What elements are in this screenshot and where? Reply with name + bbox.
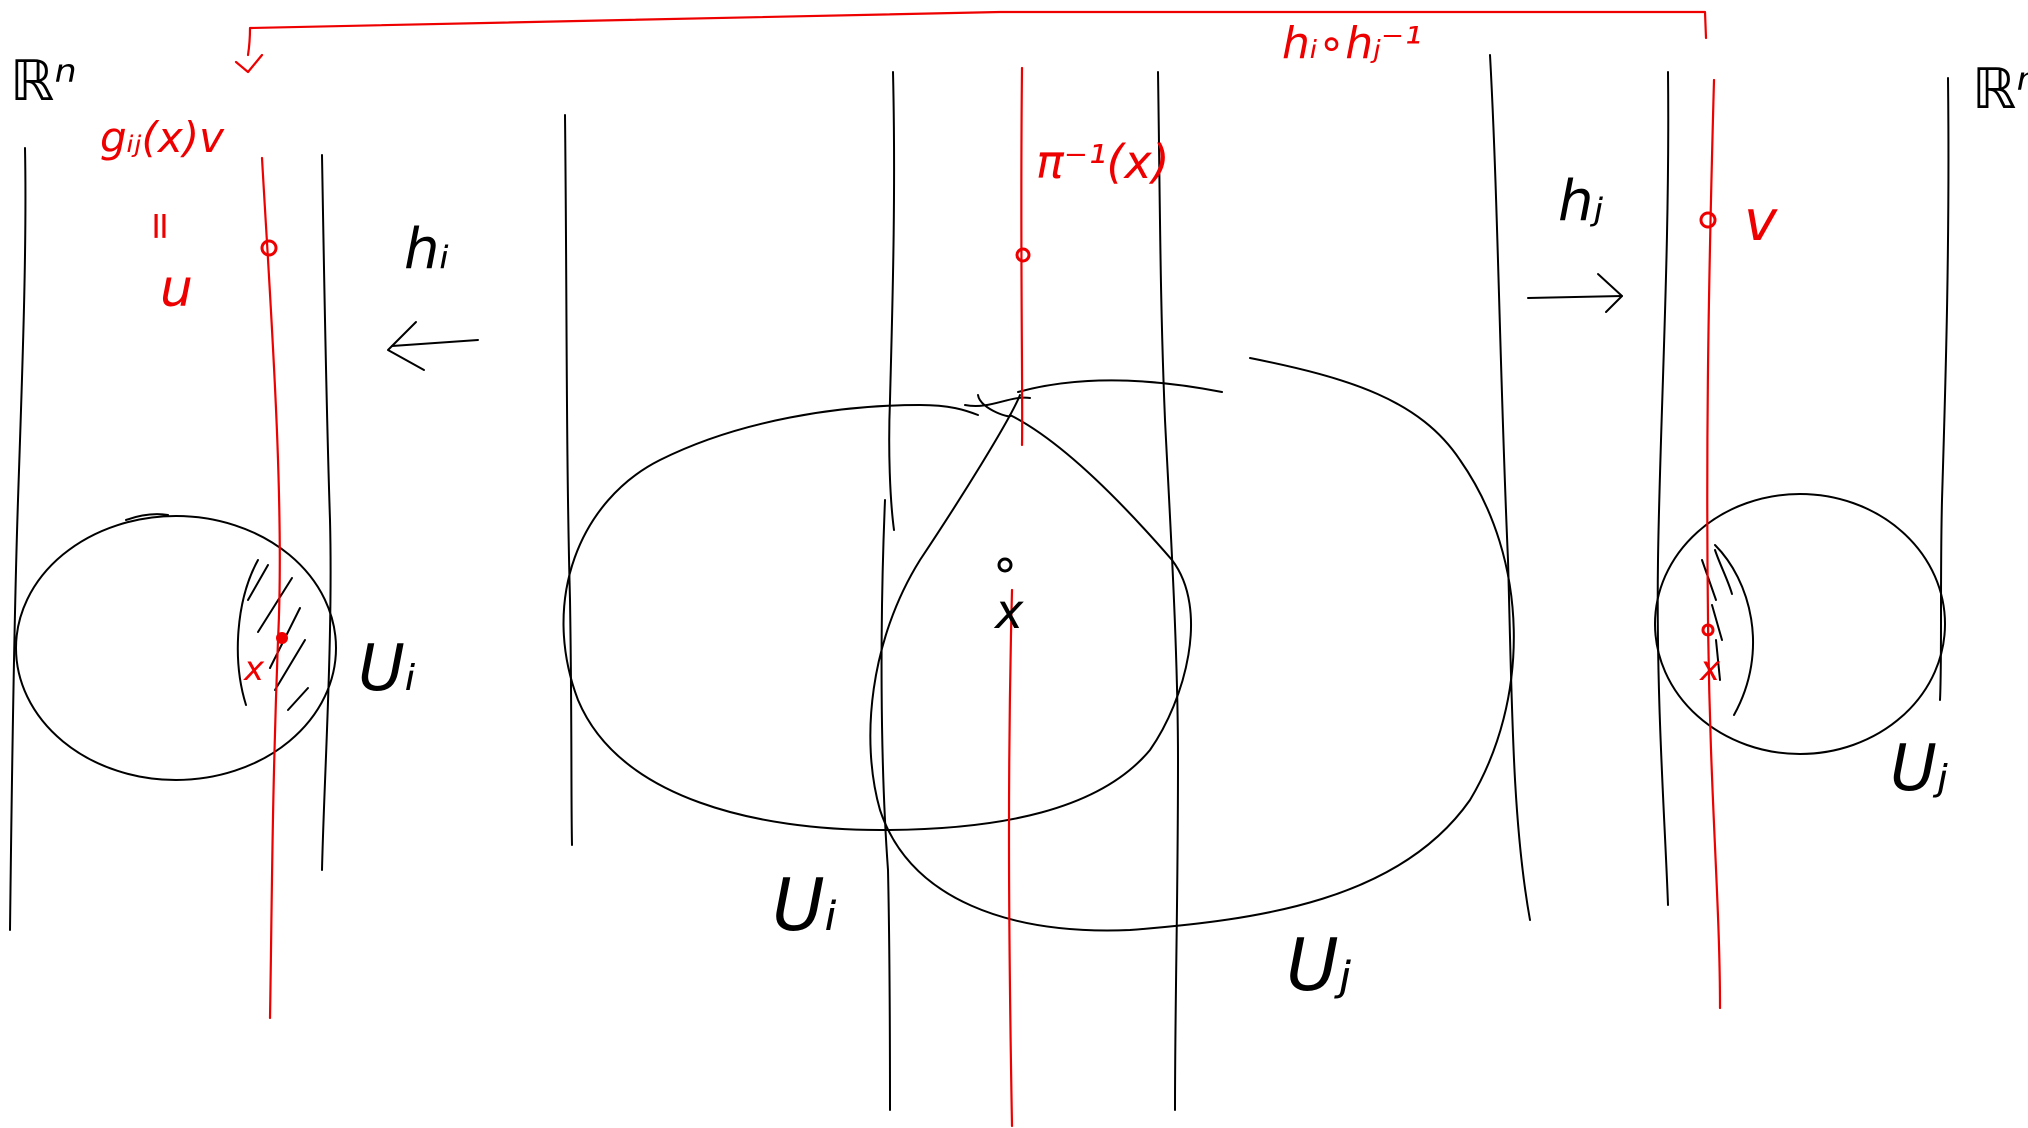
labels: ℝⁿ ℝⁿ gᵢⱼ(x)v = u x Uᵢ hᵢ π⁻¹(x) x Uᵢ Uⱼ… — [10, 18, 2028, 1007]
label-Ui-center: Uᵢ — [772, 863, 838, 947]
center-fiber-line — [1020, 66, 1024, 447]
center-strip-left-a — [564, 114, 573, 846]
label-x-center: x — [993, 584, 1024, 640]
center-strip-right-a — [1157, 71, 1179, 1111]
center-strip-left-b — [888, 71, 896, 531]
label-x-left: x — [243, 649, 265, 689]
center-base-ellipse-Uj — [869, 357, 1515, 932]
right-strip-boundary-right — [1939, 77, 1950, 701]
left-base-circle-Ui — [15, 515, 337, 781]
center-strip-right-b — [1489, 54, 1531, 921]
left-fiber-point-u — [260, 239, 278, 257]
h-i-arrow — [387, 321, 479, 371]
right-base-point-x — [1701, 623, 1715, 637]
center-base-point-x — [997, 557, 1013, 573]
right-hatched-region — [1701, 544, 1754, 716]
label-h-i: hᵢ — [404, 217, 450, 282]
label-Uj-right: Uⱼ — [1890, 732, 1948, 806]
center-bundle-panel — [562, 54, 1531, 1128]
center-fiber-point — [1015, 247, 1031, 263]
transition-bracket — [246, 10, 1708, 57]
label-Uj-center: Uⱼ — [1286, 923, 1352, 1007]
label-h-j: hⱼ — [1558, 169, 1603, 234]
right-trivialization-panel — [1654, 71, 1950, 1010]
left-strip-boundary-left — [9, 147, 27, 931]
center-ellipse-Ui-tail — [964, 396, 1031, 407]
right-fiber-point-v — [1699, 211, 1717, 229]
label-v: v — [1744, 189, 1778, 254]
transition-bracket-arrowhead — [234, 53, 264, 74]
label-Ui-left: Uᵢ — [358, 632, 416, 706]
left-base-point-x — [276, 632, 288, 644]
left-trivialization-panel — [9, 10, 1708, 1020]
center-fiber-line-lower — [1007, 588, 1014, 1128]
label-fiber: π⁻¹(x) — [1036, 135, 1170, 189]
label-g-expr: gᵢⱼ(x)v — [100, 113, 225, 162]
right-strip-boundary-left — [1656, 71, 1670, 906]
h-j-arrow — [1527, 273, 1623, 313]
left-fiber-line — [260, 156, 281, 1020]
center-strip-left-b-lower — [880, 499, 891, 1111]
center-base-ellipse-Ui — [562, 394, 1192, 831]
label-u: u — [160, 259, 193, 319]
right-fiber-line — [1706, 78, 1722, 1010]
right-base-circle-Uj — [1654, 493, 1946, 755]
label-transition: hᵢ∘hⱼ⁻¹ — [1282, 18, 1422, 69]
label-right-space: ℝⁿ — [1972, 57, 2028, 122]
left-circle-overlap-stroke — [125, 513, 169, 521]
label-x-right: x — [1699, 649, 1721, 689]
label-left-space: ℝⁿ — [10, 49, 77, 114]
label-equals: = — [139, 210, 183, 242]
left-strip-boundary-right — [321, 154, 332, 871]
